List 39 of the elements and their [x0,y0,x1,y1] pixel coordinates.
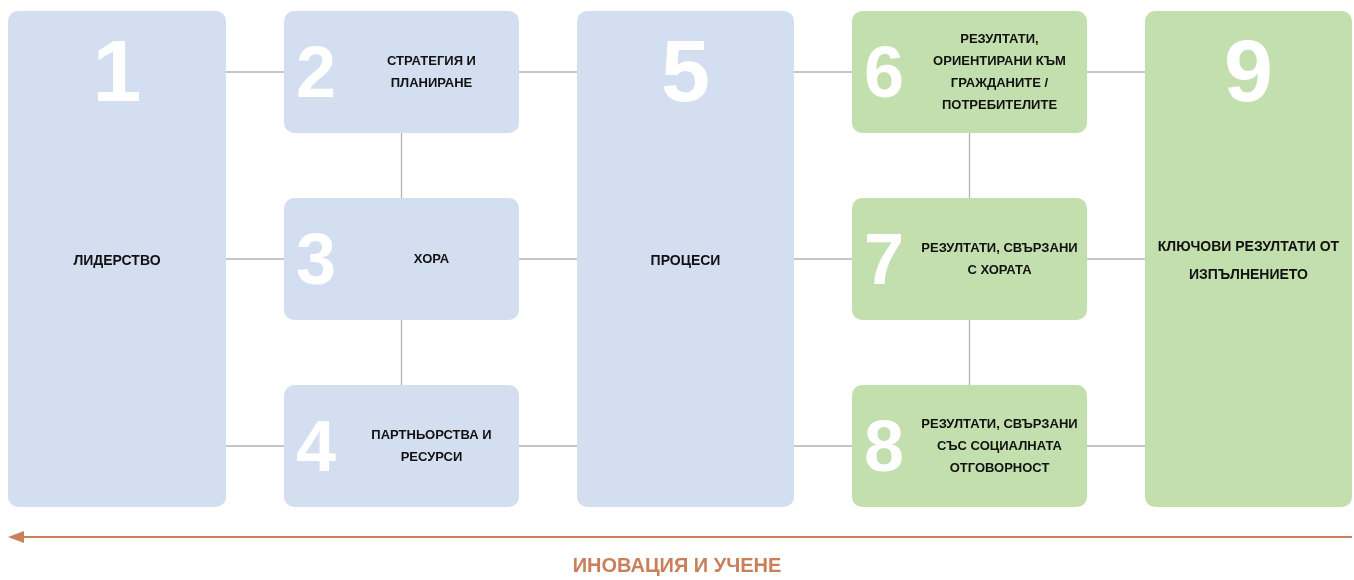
connector-line [400,319,403,386]
criterion-label: ПРОЦЕСИ [649,251,722,270]
criterion-label: РЕЗУЛТАТИ, СВЪРЗАНИ СЪС СОЦИАЛНАТА ОТГОВОРНОСТ [920,415,1079,477]
criterion-number: 7 [864,223,905,295]
criterion-number: 9 [1224,27,1273,115]
connector-line [225,71,285,73]
connector-line [225,445,285,447]
enabler-box [284,198,519,320]
connector-line [518,71,578,73]
connector-line [1086,445,1146,447]
enabler-box [284,385,519,507]
result-box [852,385,1087,507]
criterion-label: РЕЗУЛТАТИ, СВЪРЗАНИ С ХОРАТА [920,239,1079,279]
enabler-box [577,11,794,507]
connector-line [1086,258,1146,260]
result-box [1145,11,1352,507]
connector-line [1086,71,1146,73]
connector-line [793,445,853,447]
criterion-label: РЕЗУЛТАТИ, ОРИЕНТИРАНИ КЪМ ГРАЖДАНИТЕ / ПОТРЕБИТЕЛИТЕ [932,30,1067,114]
enabler-box [8,11,226,507]
enabler-box [284,11,519,133]
criterion-number: 8 [864,410,905,482]
criterion-number: 6 [864,36,905,108]
criterion-label: ХОРА [412,250,451,268]
connector-line [518,445,578,447]
connector-line [225,258,285,260]
criterion-label: ЛИДЕРСТВО [72,251,162,270]
connector-line [968,132,971,199]
connector-line [793,71,853,73]
criterion-label: СТРАТЕГИЯ И ПЛАНИРАНЕ [386,52,477,92]
result-box [852,11,1087,133]
criterion-label: КЛЮЧОВИ РЕЗУЛТАТИ ОТ ИЗПЪЛНЕНИЕТО [1156,237,1341,284]
connector-line [968,319,971,386]
connector-line [793,258,853,260]
connector-line [400,132,403,199]
connector-line [518,258,578,260]
axis-label: ИНОВАЦИЯ И УЧЕНЕ [572,554,782,576]
criterion-label: ПАРТНЬОРСТВА И РЕСУРСИ [370,426,493,466]
result-box [852,198,1087,320]
